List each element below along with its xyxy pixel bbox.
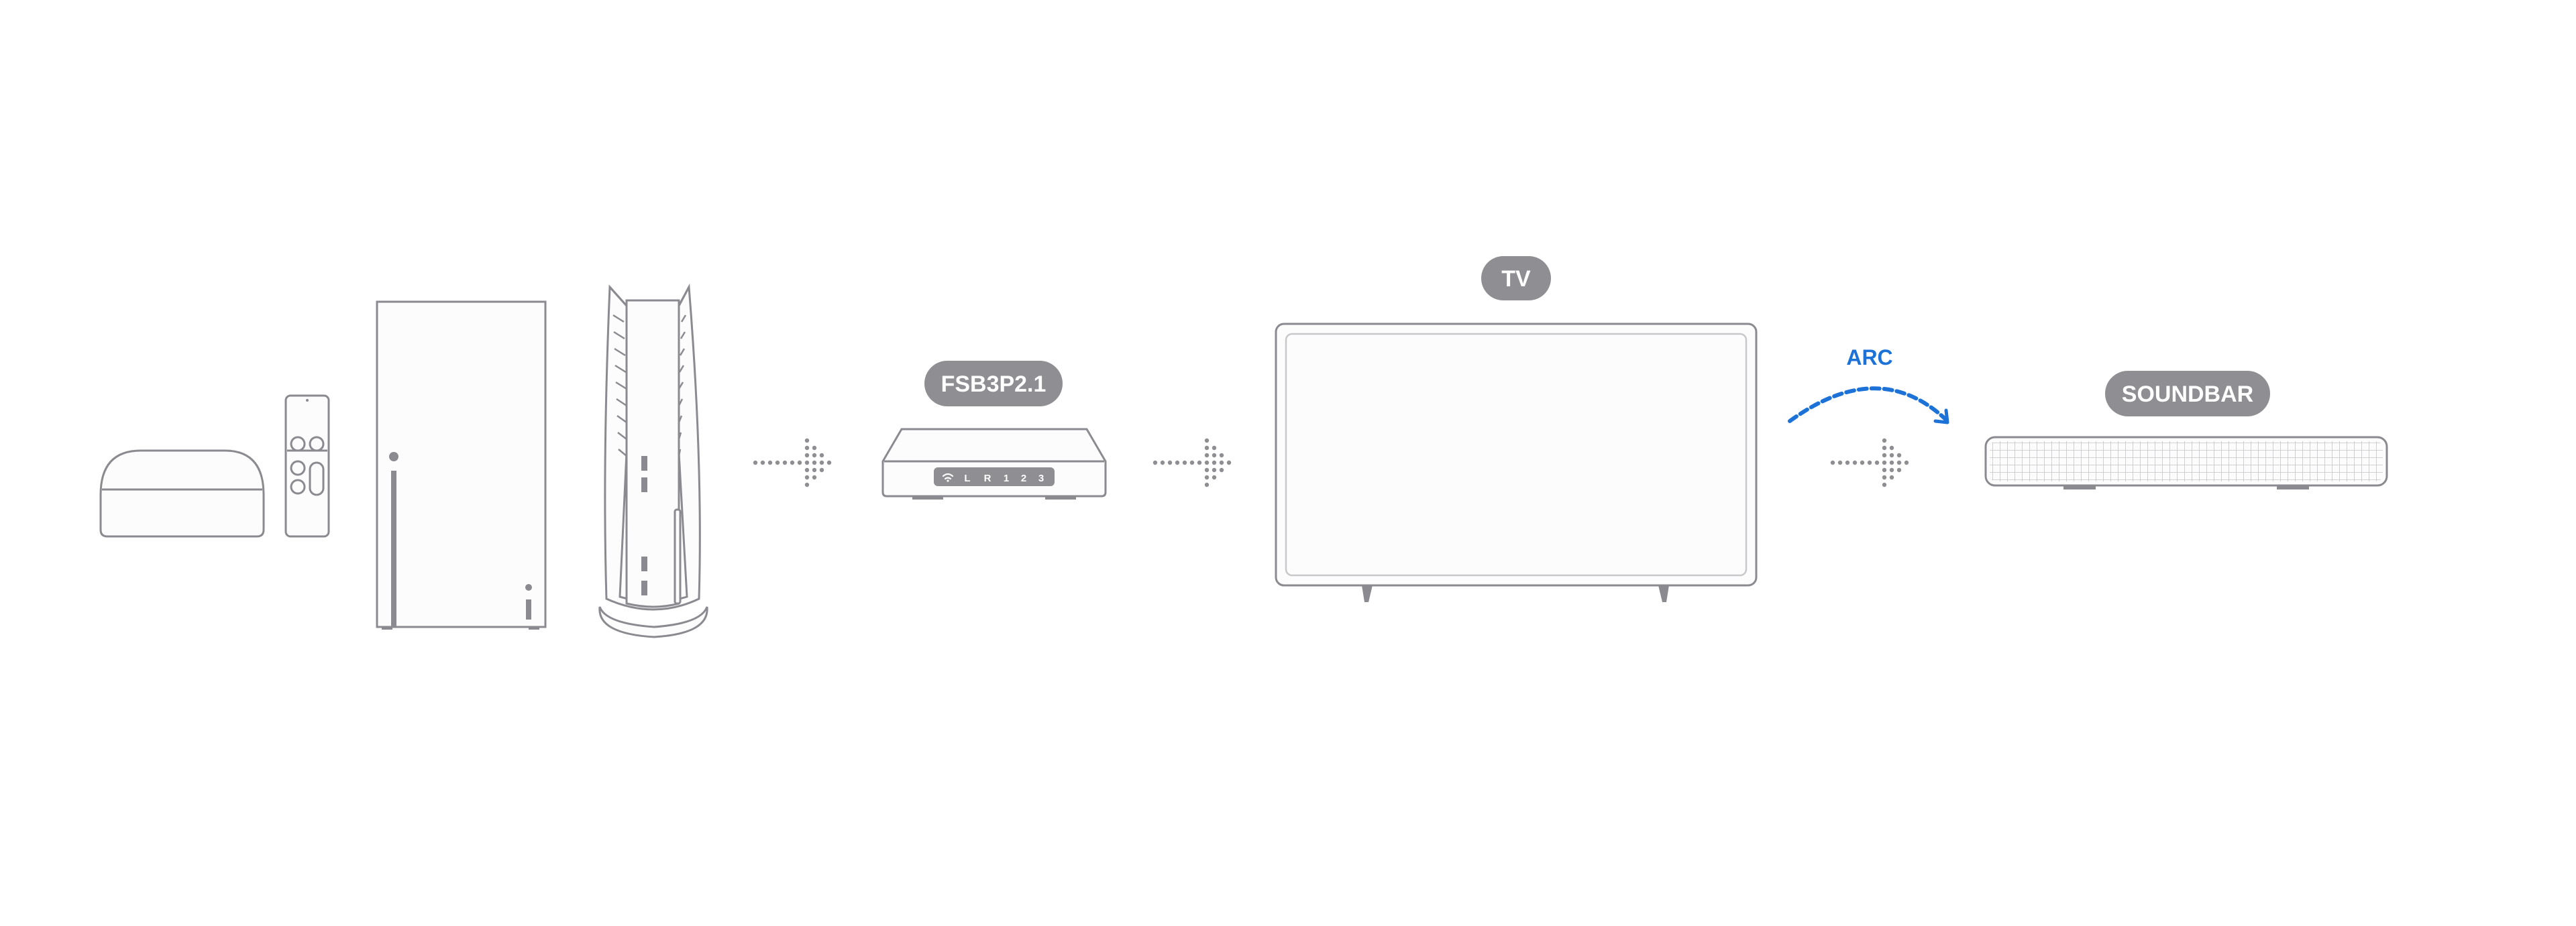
arrow-dot: [812, 453, 817, 458]
arrow-dot: [1219, 467, 1224, 473]
game-console-vertical-icon: [598, 283, 708, 638]
arrow-dot: [804, 482, 810, 487]
arrow-dot: [1204, 460, 1210, 465]
arrow-dot: [812, 475, 817, 480]
arrow-dot: [812, 467, 817, 473]
streaming-box-icon: [99, 449, 265, 538]
arrow-dot: [1212, 467, 1217, 473]
arrow-dot: [1889, 445, 1894, 451]
hdmi-switch-icon: L R 1 2 3: [881, 428, 1107, 500]
arrow-dot: [1212, 453, 1217, 458]
arrow-dot: [1204, 467, 1210, 473]
switch-port-r: R: [984, 473, 991, 484]
arrow-dot: [1845, 460, 1850, 465]
arrow-dot: [819, 453, 824, 458]
switch-label: FSB3P2.1: [941, 371, 1046, 397]
arrow-dot: [1197, 460, 1202, 465]
dotted-arrow-icon: [1830, 438, 1909, 487]
arrow-dot: [1882, 482, 1887, 487]
arrow-dot: [1896, 453, 1902, 458]
soundbar-icon: [1984, 436, 2388, 489]
arrow-dot: [1882, 445, 1887, 451]
arrow-dot: [1896, 467, 1902, 473]
switch-port-1: 1: [1004, 473, 1009, 484]
arrow-dot: [1889, 467, 1894, 473]
arrow-dot: [1837, 460, 1843, 465]
arrow-dot: [1219, 460, 1224, 465]
switch-port-2: 2: [1021, 473, 1026, 484]
arrow-dot: [1175, 460, 1180, 465]
arrow-dot: [1204, 453, 1210, 458]
arrow-dot: [1882, 438, 1887, 443]
arrow-dot: [1226, 460, 1232, 465]
arrow-dot: [804, 453, 810, 458]
arrow-dot: [1219, 453, 1224, 458]
arrow-dot: [1896, 460, 1902, 465]
arrow-dot: [1167, 460, 1173, 465]
arrow-dot: [1904, 460, 1909, 465]
arrow-dot: [812, 445, 817, 451]
arrow-dot: [797, 460, 802, 465]
arrow-dot: [804, 460, 810, 465]
dotted-arrow-icon: [753, 438, 832, 487]
arrow-dot: [1204, 445, 1210, 451]
arrow-dot: [1212, 475, 1217, 480]
arrow-dot: [804, 445, 810, 451]
arrow-dot: [1882, 460, 1887, 465]
tv-label-badge: TV: [1481, 256, 1551, 300]
switch-port-3: 3: [1038, 473, 1044, 484]
arrow-dot: [804, 467, 810, 473]
arrow-dot: [782, 460, 788, 465]
arrow-dot: [1889, 460, 1894, 465]
arrow-dot: [1830, 460, 1835, 465]
remote-control-icon: [284, 394, 330, 538]
switch-label-badge: FSB3P2.1: [924, 361, 1063, 406]
arrow-dot: [1212, 460, 1217, 465]
arrow-dot: [826, 460, 832, 465]
arrow-dot: [753, 460, 758, 465]
arrow-dot: [1867, 460, 1872, 465]
soundbar-label: SOUNDBAR: [2122, 382, 2253, 407]
arc-connection: ARC: [1788, 345, 1949, 424]
arrow-dot: [819, 460, 824, 465]
arrow-dot: [804, 438, 810, 443]
soundbar-label-badge: SOUNDBAR: [2105, 371, 2270, 416]
arrow-dot: [1204, 482, 1210, 487]
arrow-dot: [1889, 475, 1894, 480]
tv-icon: [1275, 323, 1758, 602]
arrow-dot: [1882, 467, 1887, 473]
arrow-dot: [804, 475, 810, 480]
arrow-dot: [1852, 460, 1858, 465]
arrow-dot: [819, 467, 824, 473]
arrow-dot: [1182, 460, 1187, 465]
arrow-dot: [1212, 445, 1217, 451]
arc-label: ARC: [1846, 345, 1892, 369]
arrow-dot: [1882, 453, 1887, 458]
arrow-dot: [812, 460, 817, 465]
arrow-dot: [1874, 460, 1880, 465]
arrow-dot: [760, 460, 765, 465]
arrow-dot: [1189, 460, 1195, 465]
arrow-dot: [1889, 453, 1894, 458]
arrow-dot: [1882, 475, 1887, 480]
switch-port-l: L: [964, 473, 970, 484]
tv-label: TV: [1501, 266, 1531, 292]
wifi-icon: [942, 473, 954, 482]
arrow-dot: [1204, 438, 1210, 443]
arrow-dot: [1152, 460, 1158, 465]
arrow-dot: [1204, 475, 1210, 480]
arrow-dot: [775, 460, 780, 465]
arrow-dot: [1160, 460, 1165, 465]
dotted-arrow-icon: [1152, 438, 1232, 487]
game-console-tower-icon: [376, 300, 547, 630]
arrow-dot: [1860, 460, 1865, 465]
arrow-dot: [790, 460, 795, 465]
arrow-dot: [767, 460, 773, 465]
